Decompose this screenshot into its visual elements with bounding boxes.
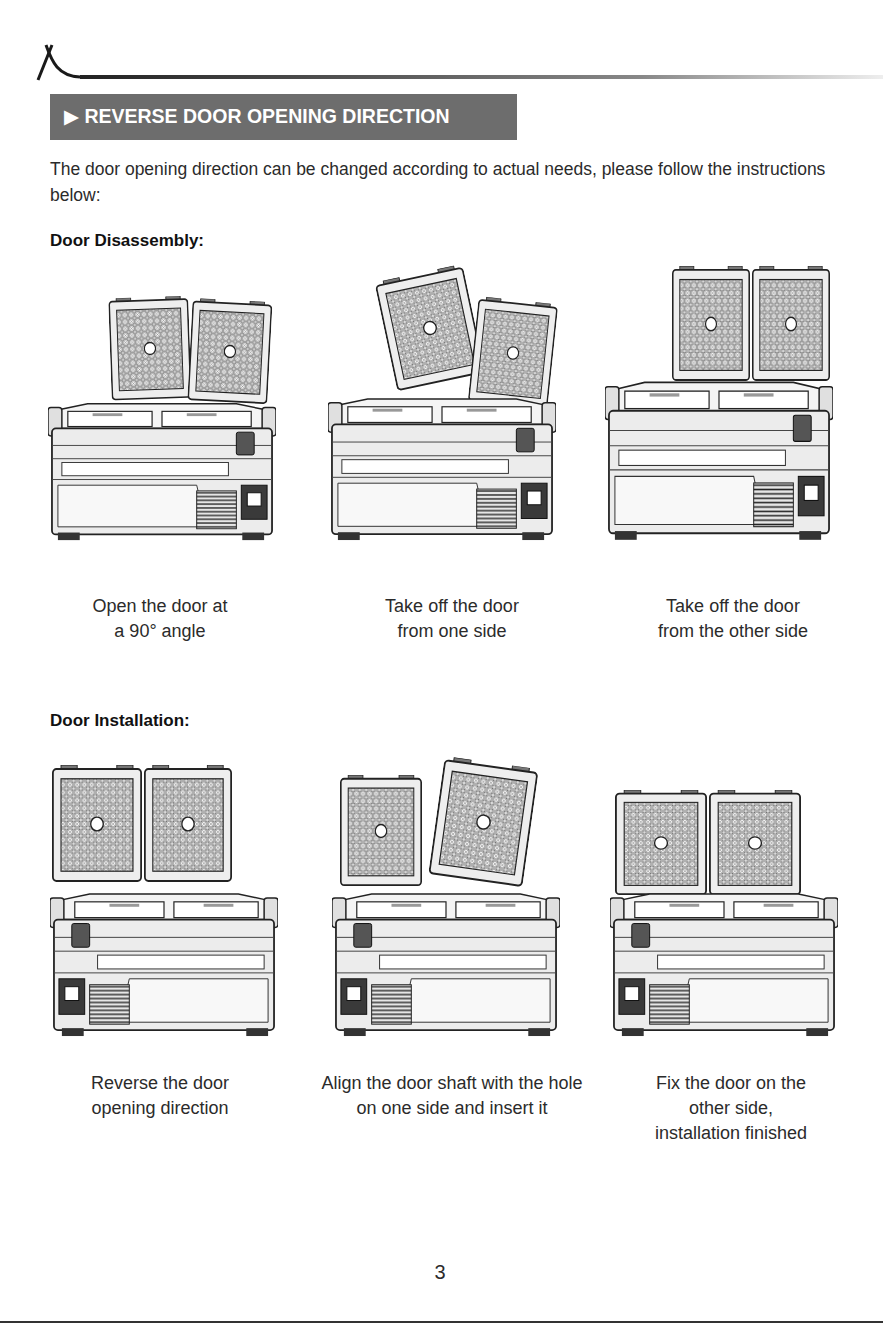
step-caption: Take off the door from one side bbox=[372, 594, 532, 644]
fridge-body bbox=[328, 399, 556, 540]
title-banner: ▶ REVERSE DOOR OPENING DIRECTION bbox=[50, 94, 517, 140]
step-caption: Open the door at a 90° angle bbox=[90, 594, 230, 644]
fridge-lid bbox=[341, 775, 421, 885]
fridge-lid bbox=[109, 296, 191, 400]
fridge-lid bbox=[710, 790, 800, 894]
step-caption: Reverse the door opening direction bbox=[80, 1071, 240, 1121]
logo-mark bbox=[38, 45, 52, 80]
fridge-body bbox=[332, 894, 560, 1036]
fridge-lid bbox=[469, 296, 558, 408]
fridge-lid bbox=[145, 765, 231, 881]
section-heading: Door Installation: bbox=[50, 709, 350, 733]
logo-mark bbox=[46, 45, 80, 77]
intro-text: The door opening direction can be change… bbox=[50, 156, 850, 208]
step-caption: Align the door shaft with the hole on on… bbox=[321, 1071, 583, 1121]
fridge-body bbox=[48, 404, 276, 540]
page-number: 3 bbox=[420, 1259, 460, 1285]
footer-rule bbox=[0, 1321, 883, 1323]
fridge-body bbox=[50, 894, 278, 1036]
section-title: ▶ REVERSE DOOR OPENING DIRECTION bbox=[64, 105, 450, 128]
fridge-lid bbox=[673, 266, 749, 380]
section-heading: Door Disassembly: bbox=[50, 229, 350, 253]
fridge-body bbox=[610, 894, 838, 1036]
fridge-body bbox=[605, 382, 833, 539]
fridge-lid bbox=[375, 264, 484, 390]
fridge-lid bbox=[616, 790, 706, 894]
fridge-lid bbox=[53, 765, 141, 881]
fridge-lid bbox=[753, 266, 829, 380]
fridge-lid bbox=[429, 756, 538, 886]
fridge-lid bbox=[188, 298, 272, 403]
step-caption: Fix the door on the other side, installa… bbox=[645, 1071, 817, 1146]
header-rule bbox=[80, 75, 883, 79]
step-caption: Take off the door from the other side bbox=[647, 594, 819, 644]
